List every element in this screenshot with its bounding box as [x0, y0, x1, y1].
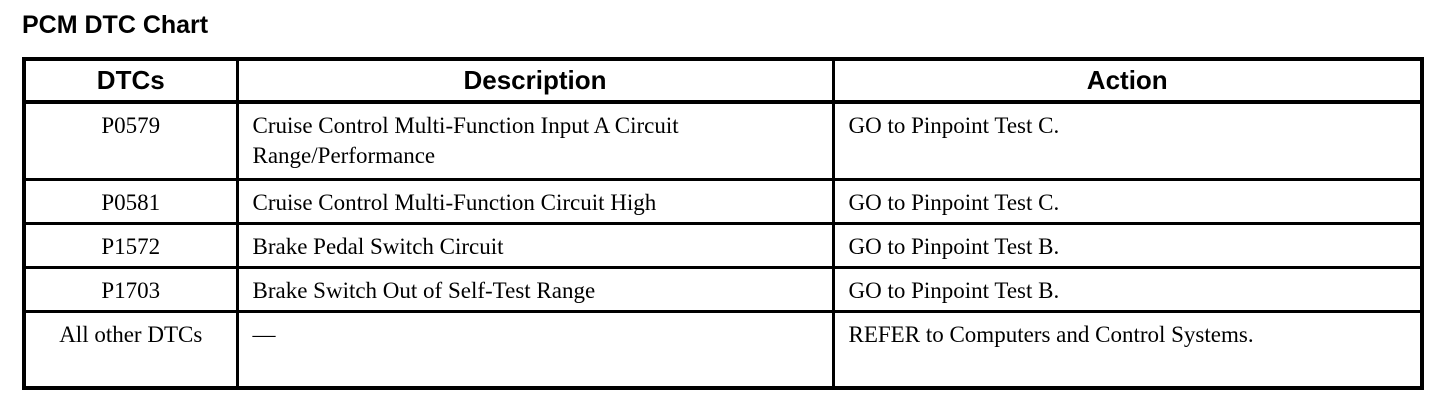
table-row: P0581 Cruise Control Multi-Function Circ… — [22, 177, 1424, 225]
description-cell: Cruise Control Multi-Function Circuit Hi… — [235, 177, 835, 225]
dtc-code-cell: P1572 — [22, 221, 239, 269]
description-cell: — — [235, 309, 835, 390]
action-cell: GO to Pinpoint Test C. — [831, 100, 1424, 181]
table-row: P0579 Cruise Control Multi-Function Inpu… — [22, 100, 1424, 181]
dtc-code-cell: All other DTCs — [22, 309, 239, 390]
description-cell: Brake Pedal Switch Circuit — [235, 221, 835, 269]
column-header-description: Description — [235, 57, 835, 104]
action-cell: REFER to Computers and Control Systems. — [831, 309, 1424, 390]
dtc-code-cell: P0581 — [22, 177, 239, 225]
description-cell: Brake Switch Out of Self-Test Range — [235, 265, 835, 313]
table-row: All other DTCs — REFER to Computers and … — [22, 309, 1424, 390]
pcm-dtc-table: DTCs Description Action P0579 Cruise Con… — [22, 57, 1424, 390]
table-row: P1703 Brake Switch Out of Self-Test Rang… — [22, 265, 1424, 313]
table-header-row: DTCs Description Action — [22, 57, 1424, 104]
page-title: PCM DTC Chart — [22, 11, 209, 39]
description-cell: Cruise Control Multi-Function Input A Ci… — [235, 100, 835, 181]
action-cell: GO to Pinpoint Test B. — [831, 265, 1424, 313]
dtc-code-cell: P1703 — [22, 265, 239, 313]
action-cell: GO to Pinpoint Test C. — [831, 177, 1424, 225]
action-cell: GO to Pinpoint Test B. — [831, 221, 1424, 269]
dtc-code-cell: P0579 — [22, 100, 239, 181]
column-header-dtcs: DTCs — [22, 57, 239, 104]
table-row: P1572 Brake Pedal Switch Circuit GO to P… — [22, 221, 1424, 269]
column-header-action: Action — [831, 57, 1424, 104]
